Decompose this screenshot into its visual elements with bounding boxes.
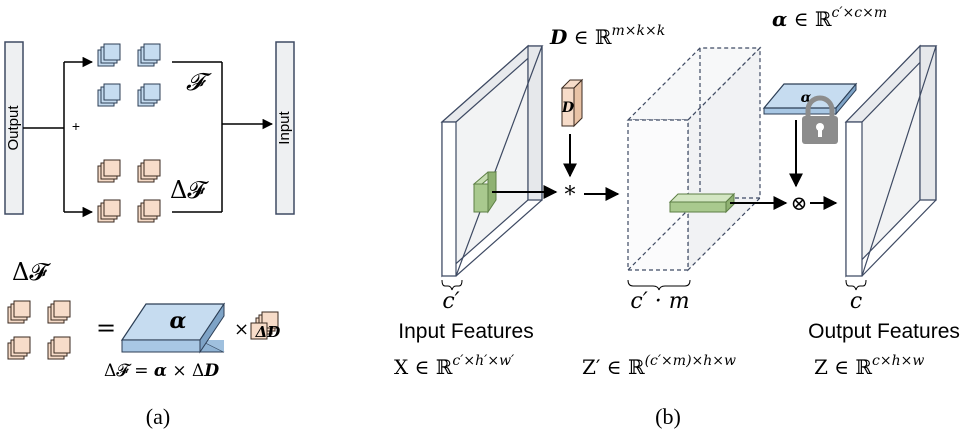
input-features-title: Input Features bbox=[398, 320, 533, 343]
z-prime-shape-equation: Z′ ∈ ℝ(c′×m)×h×w bbox=[582, 353, 736, 379]
output-feature-slab bbox=[844, 44, 938, 278]
x-shape-equation: X ∈ ℝc′×h′×w′ bbox=[394, 353, 515, 379]
branch-connectors bbox=[23, 56, 274, 218]
output-brace bbox=[845, 279, 867, 291]
intermediate-feature-box bbox=[626, 46, 762, 272]
intermediate-feature-bar bbox=[668, 192, 736, 214]
delta-legend-label: Δ𝓕 bbox=[12, 258, 51, 286]
d-filter-block bbox=[560, 78, 584, 128]
input-brace-label: c′ bbox=[442, 289, 459, 314]
equals-sign: = bbox=[96, 314, 116, 342]
sum-sign: + bbox=[72, 118, 80, 134]
d-dimension-label: D ∈ ℝm×k×k bbox=[549, 23, 665, 49]
input-receptive-patch bbox=[472, 171, 498, 214]
delta-d-label: ΔD bbox=[255, 323, 281, 341]
z-shape-equation: Z ∈ ℝc×h×w bbox=[814, 353, 924, 379]
alpha-dimension-label: α ∈ ℝc′×c×m bbox=[772, 5, 887, 31]
delta-filters-label: Δ𝓕 bbox=[170, 176, 209, 204]
mid-brace bbox=[627, 279, 691, 291]
delta-d-block bbox=[250, 311, 279, 340]
output-brace-label: c bbox=[850, 289, 862, 314]
input-brace bbox=[441, 279, 463, 291]
mult-sign: ⊗ bbox=[791, 191, 808, 215]
alpha-label: α bbox=[170, 308, 187, 334]
mid-brace-label: c′ · m bbox=[630, 289, 689, 314]
frozen-filters-label: 𝓕 bbox=[186, 68, 212, 96]
conv-sign: * bbox=[565, 183, 576, 208]
caption-b: (b) bbox=[655, 404, 681, 429]
delta-filter-bank bbox=[97, 159, 161, 223]
times-sign: × bbox=[234, 319, 249, 340]
alpha-plate bbox=[120, 302, 226, 354]
input-feature-slab bbox=[440, 44, 544, 278]
lock-icon bbox=[802, 95, 838, 144]
alpha-plate-b bbox=[762, 82, 858, 116]
caption-a: (a) bbox=[146, 404, 170, 429]
panel-b: D ∈ ℝm×k×k α ∈ ℝc′×c×m D * bbox=[394, 5, 960, 429]
input-box-label: Input bbox=[276, 110, 293, 144]
d-block-label: D bbox=[561, 100, 575, 116]
delta-legend-filters bbox=[7, 300, 71, 360]
panel-a: Output Input + 𝓕 bbox=[4, 41, 295, 429]
alpha-plate-label: α bbox=[801, 90, 812, 106]
delta-equation: Δ𝓕 = α × ΔD bbox=[104, 361, 219, 381]
output-box-label: Output bbox=[5, 105, 22, 151]
frozen-filter-bank bbox=[97, 43, 161, 107]
output-features-title: Output Features bbox=[808, 320, 960, 343]
input-box bbox=[275, 41, 295, 215]
